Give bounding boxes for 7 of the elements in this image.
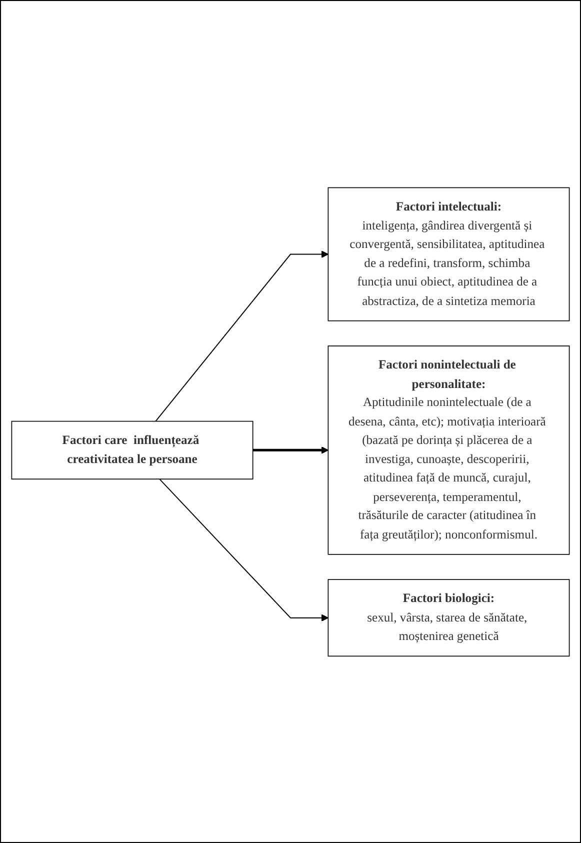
node-box: Factori nonintelectuali de personalitate: Aptitudinile nonintelectuale (de a desena, cânta, etc); motivația interioară (bazată pe dorința și plăcerea de a investiga, cunoaște, descoperirii, atitudinea față de muncă, curajul, perseverența, temperamentul, trăsăturile de caracter (atitudinea în fața greutăților); nonconformismul. — [328, 345, 570, 554]
node-box: Factori intelectuali: inteligența, gândirea divergentă și convergentă, sensibilitatea, aptitudinea de a redefini, transform, schimba funcția unui obiect, aptitudinea de a abstractiza, de a sintetiza memoria — [328, 186, 570, 321]
arrow — [159, 478, 328, 622]
node-box: Factori care influențează creativitatea le persoane — [11, 420, 254, 480]
node-box: Factori biologici: sexul, vârsta, starea de sănătate, moștenirea genetică — [328, 578, 570, 656]
arrow — [252, 446, 328, 454]
arrow — [155, 250, 328, 422]
